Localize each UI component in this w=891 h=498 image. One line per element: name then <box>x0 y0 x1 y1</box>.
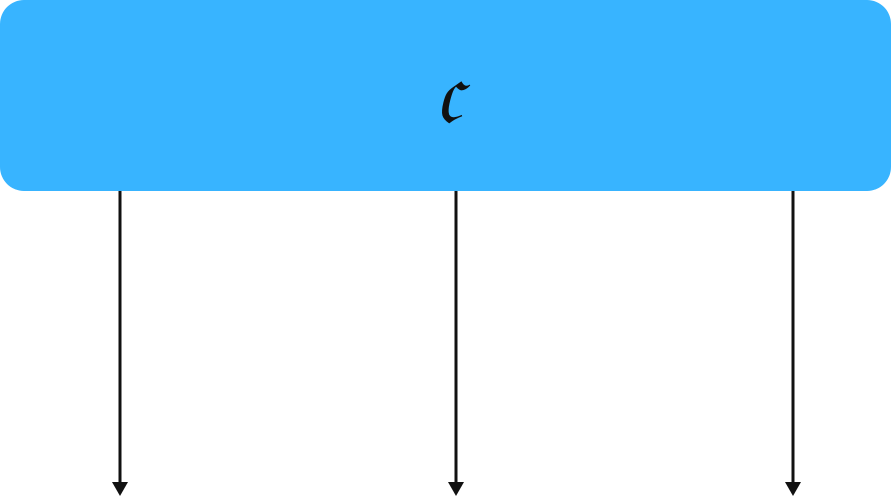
arrow-right <box>785 191 801 496</box>
arrow-middle <box>448 191 464 496</box>
arrow-head <box>785 482 801 496</box>
category-box: 𝔠 <box>0 0 891 191</box>
arrow-head <box>448 482 464 496</box>
box-label: 𝔠 <box>434 40 463 144</box>
arrow-head <box>112 482 128 496</box>
arrow-left <box>112 191 128 496</box>
